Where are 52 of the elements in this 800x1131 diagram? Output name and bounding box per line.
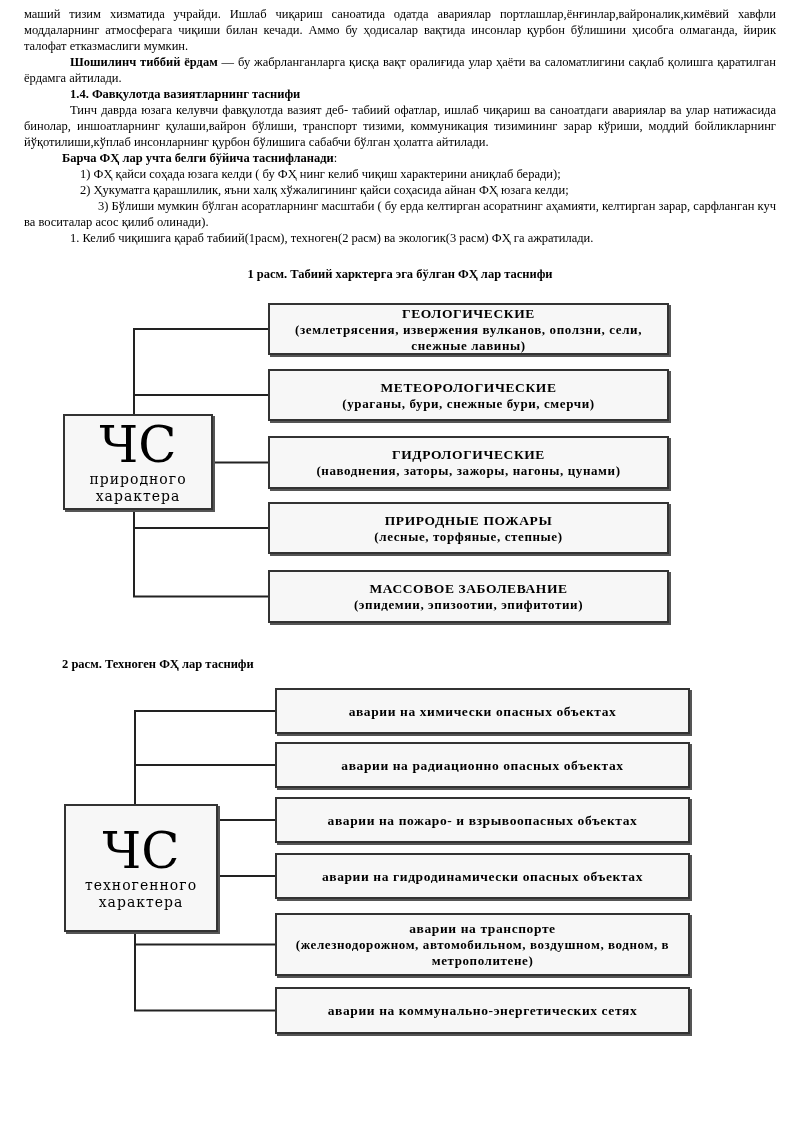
type-box xyxy=(268,303,669,355)
box-title: ГИДРОЛОГИЧЕСКИЕ xyxy=(392,446,545,463)
box-subtitle: техногенного характера xyxy=(83,877,199,911)
connector-line xyxy=(212,461,269,464)
box-title: аварии на транспорте xyxy=(409,920,556,937)
type-box xyxy=(268,369,669,421)
box-title: аварии на химически опасных объектах xyxy=(348,702,617,720)
type-box xyxy=(268,570,669,623)
box-description: (железнодорожном, автомобильном, воздушном, водном, в метрополитене) xyxy=(294,937,671,969)
abbreviation: ЧС xyxy=(99,419,177,471)
connector-line xyxy=(133,509,269,598)
paragraph: Шошилинч тиббий ёрдам — бу жабрланганларга қисқа вақт оралиғида улар ҳаёти ва саломатлигини сақлаб қолишга қаратилган ёрдамга айтилади. xyxy=(24,54,776,86)
connector-line xyxy=(134,931,276,1012)
type-box xyxy=(275,688,690,734)
box-title: аварии на коммунально-энергетических сетях xyxy=(327,1002,638,1019)
box-description: (землетрясения, извержения вулканов, оползни, сели, снежные лавины) xyxy=(294,321,643,354)
box-subtitle: природного характера xyxy=(88,471,188,505)
box-title: аварии на радиационно опасных объектах xyxy=(341,756,624,774)
type-box xyxy=(268,502,669,554)
box-title: ПРИРОДНЫЕ ПОЖАРЫ xyxy=(384,511,553,529)
connector-line xyxy=(217,819,276,821)
list-item: 2) Ҳукуматга қарашлилик, яъни халқ хўжалигининг қайси соҳасида айнан ФҲ юзага келди; xyxy=(80,182,569,198)
type-box xyxy=(275,797,690,843)
box-description: (ураганы, бури, снежные бури, смерчи) xyxy=(342,395,595,412)
paragraph: 1. Келиб чиқишига қараб табиий(1расм), техноген(2 расм) ва экологик(3 расм) ФҲ га ажратилади. xyxy=(70,230,594,246)
box-description: (наводнения, заторы, зажоры, нагоны, цунами) xyxy=(316,463,621,479)
box-title: аварии на гидродинамически опасных объектах xyxy=(321,867,644,885)
box-title: МАССОВОЕ ЗАБОЛЕВАНИЕ xyxy=(369,580,568,597)
connector-line xyxy=(217,875,276,877)
paragraph: Тинч даврда юзага келувчи фавқулотда вазият деб- табиий офатлар, ишлаб чиқариш ва саноатдаги авариялар ва улар натижасида бинолар, иншоатларнинг қулаши,вайрон бўлиши, транспорт тизими, коммуникация тизимининг зарар кўриши, моддий бойликларнинг йўқотилиши,кўплаб инсонларнинг қурбон бўлишига сабабчи бўлган ҳолатга айтилади. xyxy=(24,102,776,150)
type-box xyxy=(275,987,690,1034)
figure-caption: 1 расм. Табиий харктерга эга бўлган ФҲ лар таснифи xyxy=(246,266,554,282)
box-title: МЕТЕОРОЛОГИЧЕСКИЕ xyxy=(380,378,557,396)
type-box xyxy=(275,742,690,788)
box-description: (эпидемии, эпизоотии, эпифитотии) xyxy=(353,597,584,613)
category-box xyxy=(63,414,213,510)
box-description: (лесные, торфяные, степные) xyxy=(374,528,563,545)
paragraph: Барча ФҲ лар учта белги бўйича таснифланади: xyxy=(62,150,338,166)
box-title: аварии на пожаро- и взрывоопасных объектах xyxy=(327,811,638,829)
list-item: 1) ФҲ қайси соҳада юзага келди ( бу ФҲ нинг келиб чиқиш характерини аниқлаб беради); xyxy=(80,166,561,182)
type-box xyxy=(275,853,690,899)
type-box xyxy=(268,436,669,489)
abbreviation: ЧС xyxy=(102,825,180,877)
connector-line xyxy=(134,764,276,805)
connector-line xyxy=(133,394,269,415)
category-box xyxy=(64,804,218,932)
box-title: ГЕОЛОГИЧЕСКИЕ xyxy=(402,304,535,322)
paragraph: маший тизим хизматида учрайди. Ишлаб чиқариш саноатида одатда авариялар портлашлар,ёнғинлар,вайроналик,кимёвий хавфли моддаларнинг атмосферага чиқиши билан кечади. Аммо бу ҳодисалар вақтида инсонлар қурбон бўлишини ҳисобга олмаганда, йирик талофат етказмаслиги мумкин. xyxy=(24,6,776,54)
type-box xyxy=(275,913,690,976)
figure-caption: 2 расм. Техноген ФҲ лар таснифи xyxy=(62,656,254,672)
list-item: 3) Бўлиши мумкин бўлган асоратларнинг масштаби ( бу ерда келтирган асоратнинг аҳамияти, келтирган зарар, сарфланган куч ва воситалар асос қилиб олинади). xyxy=(24,198,776,230)
section-heading: 1.4. Фавқулотда вазиятларнинг таснифи xyxy=(70,86,301,102)
